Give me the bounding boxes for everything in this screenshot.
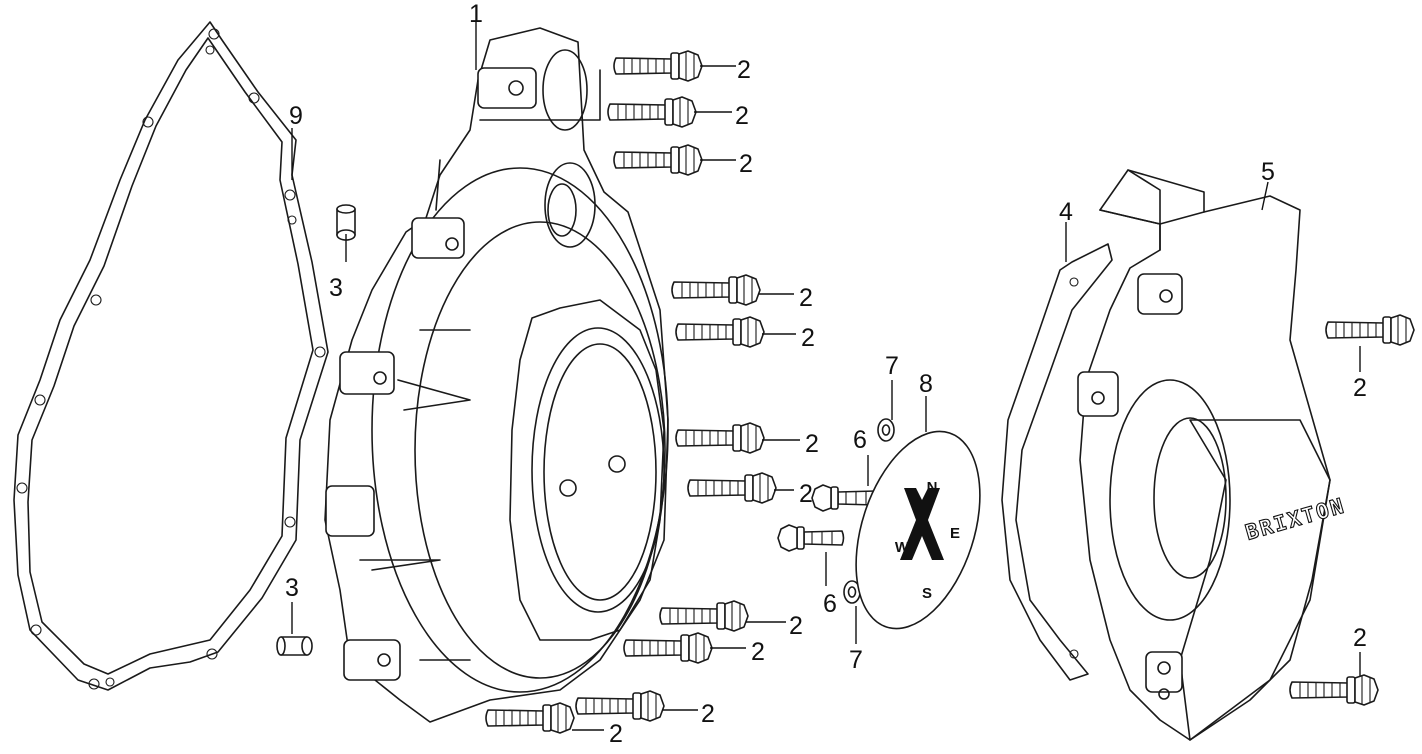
cover-gasket <box>1001 243 1113 681</box>
leader-lines <box>291 22 1361 731</box>
bolt <box>659 600 749 632</box>
bolt <box>671 274 761 306</box>
bolt <box>675 316 765 348</box>
bolt <box>1325 314 1415 346</box>
bolt <box>575 690 665 722</box>
callout-7: 7 <box>885 352 899 380</box>
compass-west: W <box>895 539 910 556</box>
bolt <box>623 632 713 664</box>
callout-2: 2 <box>801 324 815 352</box>
small-bolt <box>777 524 845 552</box>
callout-7: 7 <box>849 646 863 674</box>
bolt <box>607 96 697 128</box>
callout-2: 2 <box>609 720 623 748</box>
bolt <box>687 472 777 504</box>
stator-outer-cover: BRIXTON <box>1077 169 1348 741</box>
callout-2: 2 <box>799 284 813 312</box>
callout-4: 4 <box>1059 198 1073 226</box>
callout-2: 2 <box>701 700 715 728</box>
callout-2: 2 <box>805 430 819 458</box>
callout-2: 2 <box>789 612 803 640</box>
compass-south: S <box>922 585 932 602</box>
callout-1: 1 <box>469 0 483 28</box>
callout-2: 2 <box>751 638 765 666</box>
compass-cover-plate: N E S W <box>855 430 981 630</box>
callout-5: 5 <box>1261 158 1275 186</box>
engine-side-cover <box>324 27 669 723</box>
callout-6: 6 <box>823 590 837 618</box>
callout-9: 9 <box>289 102 303 130</box>
bolt <box>613 144 703 176</box>
gasket <box>13 21 329 691</box>
callout-2: 2 <box>799 480 813 508</box>
compass-east: E <box>950 525 960 542</box>
dowel-pin-lower <box>276 636 313 656</box>
washer-upper <box>877 418 895 442</box>
compass-north: N <box>927 479 938 496</box>
callout-2: 2 <box>735 102 749 130</box>
callout-3: 3 <box>285 574 299 602</box>
callout-8: 8 <box>919 370 933 398</box>
bolt <box>485 702 575 734</box>
bolt <box>1289 674 1379 706</box>
callout-2: 2 <box>739 150 753 178</box>
callout-2: 2 <box>1353 374 1367 402</box>
bolt <box>613 50 703 82</box>
callout-6: 6 <box>853 426 867 454</box>
callout-2: 2 <box>737 56 751 84</box>
bolt <box>675 422 765 454</box>
callouts: 1 2 2 2 2 2 2 2 2 2 2 2 2 2 3 3 4 5 6 6 … <box>285 0 1367 748</box>
callout-3: 3 <box>329 274 343 302</box>
callout-2: 2 <box>1353 624 1367 652</box>
